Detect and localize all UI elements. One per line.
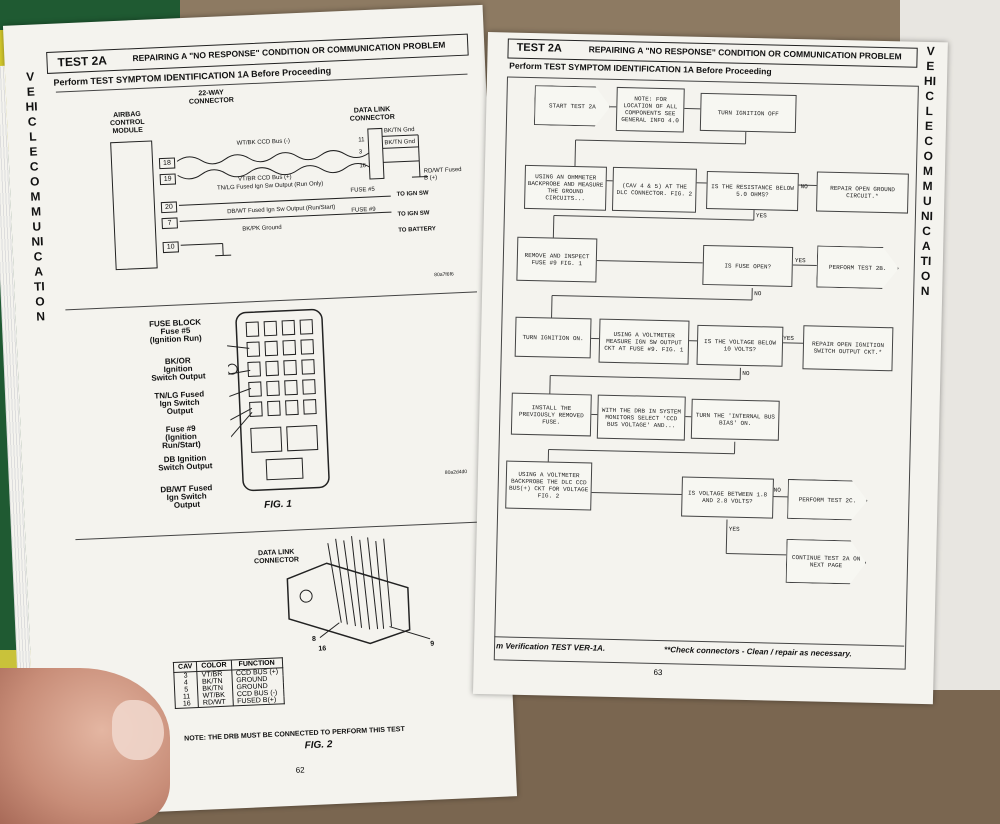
wiring-code: 80a7f6f6	[434, 271, 454, 279]
right-label-fuse5: FUSE #5	[350, 186, 375, 194]
flow-install-fuse: INSTALL THE PREVIOUSLY REMOVED FUSE.	[510, 392, 592, 437]
flow-no-4: NO	[773, 486, 781, 494]
flow-turn-bias-text: TURN THE 'INTERNAL BUS BIAS' ON.	[695, 411, 776, 428]
fig2-pin-16: 16	[318, 645, 327, 653]
flow-cav: (CAV 4 & 5) AT THE DLC CONNECTOR. FIG. 2	[611, 166, 697, 213]
left-test-label: TEST 2A	[57, 53, 108, 70]
right-label-fused-b: RD/WT Fused B (+)	[423, 166, 462, 182]
flow-voltmeter-2: USING A VOLTMETER BACKPROBE THE DLC CCD …	[505, 460, 593, 511]
flow-ohmmeter-text: USING AN OHMMETER BACKPROBE AND MEASURE …	[527, 173, 604, 203]
fig2-pin-8: 8	[311, 635, 317, 643]
function-cell: FUSED B(+)	[232, 696, 285, 706]
flow-between-question: IS VOLTAGE BETWEEN 1.8 AND 2.8 VOLTS?	[681, 476, 774, 519]
flow-resistance-question-text: IS THE RESISTANCE BELOW 5.0 OHMS?	[711, 183, 795, 199]
flow-repair-ground: REPAIR OPEN GROUND CIRCUIT.*	[816, 171, 909, 214]
right-page: TEST 2A REPAIRING A "NO RESPONSE" CONDIT…	[472, 32, 948, 705]
flow-fuse-open-question-text: IS FUSE OPEN?	[724, 261, 772, 270]
flow-ign-on: TURN IGNITION ON.	[514, 316, 592, 359]
flow-ign-on-text: TURN IGNITION ON.	[522, 333, 584, 342]
wiring-panel: AIRBAG CONTROL MODULE 22-WAY CONNECTOR 1…	[55, 73, 478, 311]
fig1-label-db: DB Ignition Switch Output	[158, 453, 213, 473]
flow-yes-3: YES	[783, 334, 795, 343]
right-label-gnd1: BK/TN Gnd	[383, 126, 415, 135]
fig1-code: 80a2d4d0	[444, 469, 468, 476]
color-cell: RD/WT	[198, 698, 233, 708]
flow-voltmeter-2-text: USING A VOLTMETER BACKPROBE THE DLC CCD …	[508, 470, 589, 500]
left-header-title: REPAIRING A "NO RESPONSE" CONDITION OR C…	[132, 39, 446, 64]
cav-table: CAV COLOR FUNCTION 3 VT/BR CCD BUS (+) 4…	[173, 657, 285, 709]
flow-ohmmeter: USING AN OHMMETER BACKPROBE AND MEASURE …	[523, 164, 607, 211]
flow-voltage-question-text: IS THE VOLTAGE BELOW 10 VOLTS?	[703, 337, 777, 354]
flow-yes-2: YES	[794, 257, 806, 265]
flow-voltage-question: IS THE VOLTAGE BELOW 10 VOLTS?	[696, 324, 784, 367]
flow-yes-4: YES	[728, 525, 740, 533]
right-label-ign2: TO IGN SW	[397, 210, 430, 218]
fig1-label-tnlg: TN/LG Fused Ign Switch Output	[154, 389, 205, 417]
right-label-fuse9: FUSE #9	[351, 206, 376, 214]
flow-note: NOTE: FOR LOCATION OF ALL COMPONENTS SEE…	[615, 86, 685, 133]
flow-resistance-question: IS THE RESISTANCE BELOW 5.0 OHMS?	[706, 171, 799, 212]
flow-voltmeter-1: USING A VOLTMETER MEASURE IGN SW OUTPUT …	[598, 318, 690, 365]
fig1-caption: FIG. 1	[263, 498, 293, 511]
left-side-title: VEHICLE COMMUNICATION	[23, 69, 48, 324]
flow-remove-fuse-text: REMOVE AND INSPECT FUSE #9 FIG. 1	[524, 251, 590, 268]
flow-repair-ground-text: REPAIR OPEN GROUND CIRCUIT.*	[830, 184, 896, 200]
flow-continue-text: CONTINUE TEST 2A ON NEXT PAGE	[791, 554, 861, 570]
dlc-pin-3: 3	[358, 149, 363, 156]
dlc-drawing	[286, 536, 431, 645]
fig2-caption: FIG. 2	[304, 739, 333, 752]
flow-no-2: NO	[754, 290, 762, 298]
fig2-note: NOTE: THE DRB MUST BE CONNECTED TO PERFO…	[184, 725, 405, 743]
flow-ign-off-text: TURN IGNITION OFF	[717, 108, 779, 118]
flow-start-text: START TEST 2A	[548, 101, 596, 110]
fig1-label-fuse9: Fuse #9 (Ignition Run/Start)	[161, 423, 201, 451]
flow-voltmeter-1-text: USING A VOLTMETER MEASURE IGN SW OUTPUT …	[604, 330, 684, 354]
fig1-label-fuse-block: FUSE BLOCK Fuse #5 (Ignition Run)	[148, 317, 202, 345]
flow-turn-bias: TURN THE 'INTERNAL BUS BIAS' ON.	[690, 398, 780, 441]
fig1-label-bkor: BK/OR Ignition Switch Output	[151, 355, 206, 383]
flow-perform-2b-text: PERFORM TEST 2B.	[828, 263, 887, 272]
flowchart-connectors	[547, 106, 817, 556]
flow-drb: WITH THE DRB IN SYSTEM MONITORS SELECT '…	[596, 394, 686, 441]
wiring-lines	[176, 127, 428, 257]
right-label-ign1: TO IGN SW	[396, 190, 429, 198]
flow-no-3: NO	[742, 369, 750, 378]
flow-fuse-open-question: IS FUSE OPEN?	[702, 244, 794, 287]
flow-cav-text: (CAV 4 & 5) AT THE DLC CONNECTOR. FIG. 2	[616, 182, 693, 198]
flow-repair-ign: REPAIR OPEN IGNITION SWITCH OUTPUT CKT.*	[802, 325, 894, 372]
fig1-label-dbwt: DB/WT Fused Ign Switch Output	[160, 483, 213, 510]
flow-remove-fuse: REMOVE AND INSPECT FUSE #9 FIG. 1	[516, 236, 598, 283]
flow-ign-off: TURN IGNITION OFF	[699, 92, 797, 134]
right-page-number: 63	[653, 667, 663, 678]
fig1-panel: FUSE BLOCK Fuse #5 (Ignition Run) BK/OR …	[65, 291, 488, 541]
fuse-block-drawing	[225, 308, 330, 492]
left-page-number: 62	[295, 765, 305, 775]
thumbnail-nail	[112, 700, 164, 760]
flow-between-question-text: IS VOLTAGE BETWEEN 1.8 AND 2.8 VOLTS?	[687, 489, 768, 506]
dlc-pin-16: 16	[359, 163, 367, 170]
left-side-title-text: VEHICLE COMMUNICATION	[25, 69, 46, 324]
flow-no-1: NO	[800, 183, 808, 191]
dlc-label: DATA LINK CONNECTOR	[349, 106, 395, 123]
flow-perform-2c-text: PERFORM TEST 2C.	[798, 495, 857, 504]
flow-drb-text: WITH THE DRB IN SYSTEM MONITORS SELECT '…	[601, 406, 682, 429]
flow-repair-ign-text: REPAIR OPEN IGNITION SWITCH OUTPUT CKT.*	[811, 340, 885, 357]
left-page: VEHICLE COMMUNICATION TEST 2A REPAIRING …	[0, 4, 518, 818]
footer-left-text: m Verification TEST VER-1A.	[495, 641, 606, 653]
flow-yes-1: YES	[755, 212, 767, 220]
cav-cell: 16	[175, 699, 199, 709]
fig2-panel: DATA LINK CONNECTOR 8 16 9 CAV COLOR FUN…	[75, 521, 498, 772]
flow-install-fuse-text: INSTALL THE PREVIOUSLY REMOVED FUSE.	[518, 403, 584, 426]
fig2-pin-9: 9	[430, 640, 435, 648]
footer-right-text: **Check connectors - Clean / repair as n…	[663, 645, 852, 659]
dlc-pin-11: 11	[358, 137, 365, 144]
flow-note-text: NOTE: FOR LOCATION OF ALL COMPONENTS SEE…	[621, 95, 679, 125]
right-label-gnd2: BK/TN Gnd	[384, 138, 416, 147]
